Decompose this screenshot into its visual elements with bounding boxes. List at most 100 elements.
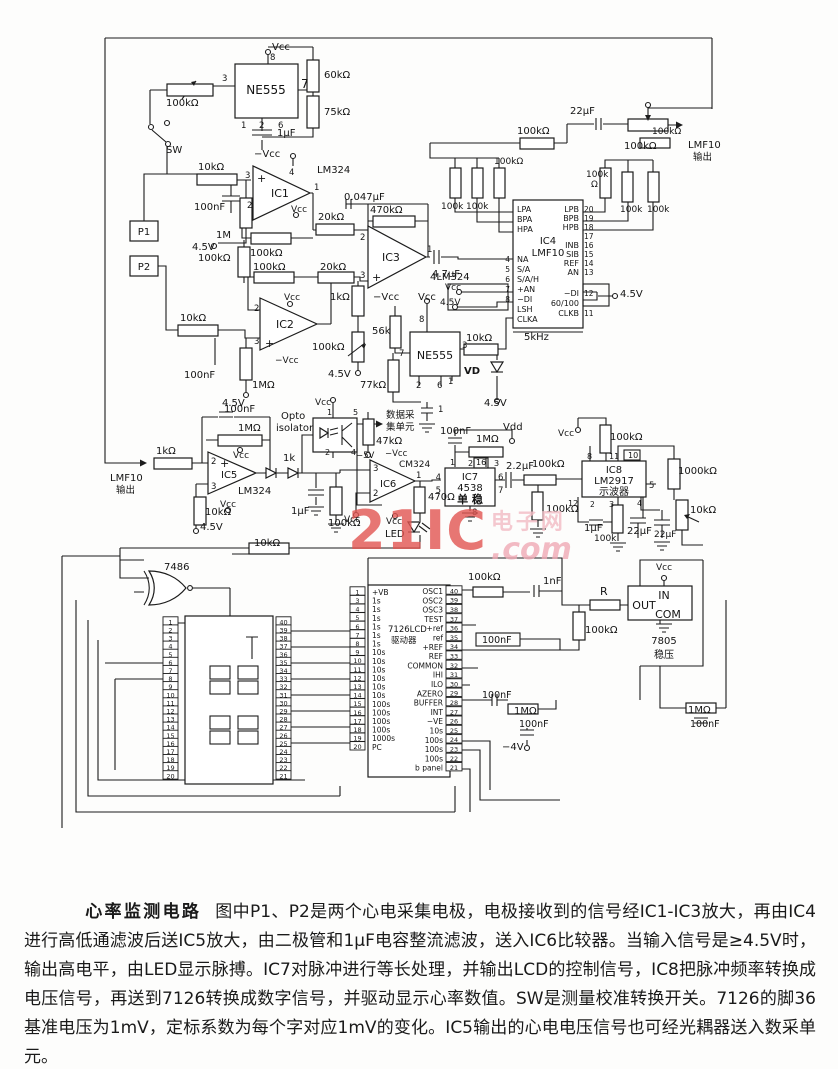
caption: 心率监测电路图中P1、P2是两个心电采集电极，电极接收到的信号经IC1-IC3放…	[24, 898, 816, 1069]
r-100k-v-ic2: 100kΩ	[198, 253, 231, 264]
lcd-pin-right: 28	[279, 716, 287, 724]
ic7-p4: 4	[436, 473, 441, 483]
c-100nf-ic2: 100nF	[184, 370, 215, 381]
r-100k-ic8t: 100kΩ	[610, 432, 643, 443]
wires	[61, 37, 727, 828]
ic7-p5: 5	[436, 486, 441, 496]
ground-symbols	[308, 423, 672, 633]
r-100k-top-ic4: 100kΩ	[517, 126, 550, 137]
r-1m-right: 1MΩ	[688, 705, 711, 716]
lmf10-out-top1: LMF10	[688, 140, 721, 151]
u7126-pin-left-label: 1s	[372, 631, 381, 640]
ic1: IC1	[271, 187, 289, 200]
diodes	[265, 361, 505, 534]
ic4-lpa: LPA	[517, 205, 532, 214]
ic1-opamp	[252, 165, 312, 221]
lcd-pin-left: 8	[168, 675, 172, 683]
ic8-freq-to-volt	[581, 460, 647, 498]
u7126-pin-left: 13	[353, 683, 361, 691]
u7126-pin-right-box	[445, 696, 463, 707]
ic4-n19: 19	[584, 214, 594, 223]
lcd-pin-right: 22	[279, 764, 287, 772]
lcd-pin-right: 33	[279, 675, 287, 683]
pin3-ic1: 3	[245, 171, 250, 181]
u7126-pin-left: 7	[355, 631, 359, 639]
ic4-sib: SIB	[566, 250, 579, 259]
r-1m-ic1: 1M	[216, 230, 231, 241]
u7126-pin-right-label: ref	[433, 634, 444, 643]
ic4-n20: 20	[584, 205, 594, 214]
ic7-cn: 单 稳	[457, 492, 483, 506]
ic4-n6: 6	[505, 275, 510, 284]
lcd-pin-left-box	[162, 770, 179, 780]
c-100nf-ic7: 100nF	[440, 426, 471, 437]
caption-paragraph: 心率监测电路图中P1、P2是两个心电采集电极，电极接收到的信号经IC1-IC3放…	[24, 898, 816, 1069]
pin3-ne555a: 3	[222, 74, 227, 84]
u7126-pin-right: 32	[450, 662, 458, 670]
u7126-pin-left: 11	[353, 666, 361, 674]
vcc-ic8: Vcc	[558, 429, 574, 439]
u7126-pin-right-label: OSC3	[422, 606, 443, 615]
bank-l3: 100kΩ	[494, 157, 523, 167]
pin2-ic1: 2	[247, 201, 252, 211]
pin2-ne555a: 2	[259, 121, 264, 131]
lcd-pin-right: 30	[279, 699, 287, 707]
ic7-p6: 6	[498, 473, 503, 483]
ic8-p11: 11	[609, 452, 619, 461]
caption-heading: 心率监测电路	[85, 902, 202, 922]
c-100nf-ref: 100nF	[482, 635, 512, 646]
r-10k-fb: 10kΩ	[254, 538, 281, 549]
pin8-ne555a: 8	[270, 53, 275, 63]
r-470: 470Ω	[428, 492, 455, 503]
c-100nf-int: 100nF	[519, 719, 549, 730]
r-r: R	[600, 585, 608, 598]
u7126-pin-right-box	[445, 743, 463, 753]
pin4-ic1: 4	[289, 168, 294, 178]
ic8: IC8	[606, 465, 622, 476]
u7126-pin-right-label: +REF	[422, 643, 443, 652]
opto-p1: 1	[327, 408, 332, 417]
lcd-pin-right: 32	[279, 683, 287, 691]
r-75k: 75kΩ	[324, 107, 351, 118]
lcd-pin-right: 25	[279, 740, 287, 748]
u7126-pin-right-label: AZERO	[417, 689, 443, 698]
u7126-pin-left: 16	[353, 709, 361, 717]
u7126-pin-right-box	[445, 613, 463, 623]
u7126-pin-right-box	[445, 603, 463, 614]
u7805-regulator	[627, 585, 693, 621]
lcd-pin-left: 11	[166, 699, 174, 707]
ic8-cn: 示波器	[599, 485, 629, 498]
u7126-pin-left-label: PC	[372, 743, 382, 752]
lcd-pin-left: 20	[166, 772, 174, 780]
lcd-pin-right: 35	[279, 659, 287, 667]
led: LED	[385, 529, 405, 540]
u7126-pin-right: 37	[450, 615, 458, 623]
neg5v: −5V	[356, 451, 375, 461]
lcd-pin-left: 19	[166, 764, 174, 772]
v45-ic3: 4.5V	[328, 369, 351, 380]
ic6: IC6	[380, 479, 396, 490]
neg-vcc-ic3: −Vcc	[373, 292, 399, 303]
led-symbol	[406, 521, 422, 534]
r-100k-pot-b: 100kΩ	[312, 342, 345, 353]
u7126-pin-right-label: +ref	[427, 624, 444, 633]
vcc-ic6-b: Vcc	[386, 517, 402, 527]
lcd-pin-right-box	[275, 770, 292, 780]
r-77k: 77kΩ	[360, 380, 387, 391]
lmf10-input-arrow	[140, 459, 147, 467]
r-60k: 60kΩ	[324, 70, 351, 81]
u7126-pin-left-label: 1s	[372, 605, 381, 614]
u7126-pin-right-label: OSC2	[422, 596, 443, 605]
c-100nf-right: 100nF	[690, 719, 720, 730]
c-0047: 0.047μF	[344, 192, 385, 203]
ic4-control-pin-group	[447, 283, 509, 311]
lcd-pin-right: 23	[279, 756, 287, 764]
u7126-pin-left: 6	[355, 623, 359, 631]
ic2: IC2	[276, 318, 294, 331]
lcd-pin-left: 12	[166, 708, 174, 716]
r-1k-d: 1k	[283, 453, 295, 464]
u7126-pin-right: 39	[450, 597, 458, 605]
components	[129, 48, 717, 785]
ic4-hpb: HPB	[563, 223, 579, 232]
u7486-gate-arc	[143, 570, 150, 606]
